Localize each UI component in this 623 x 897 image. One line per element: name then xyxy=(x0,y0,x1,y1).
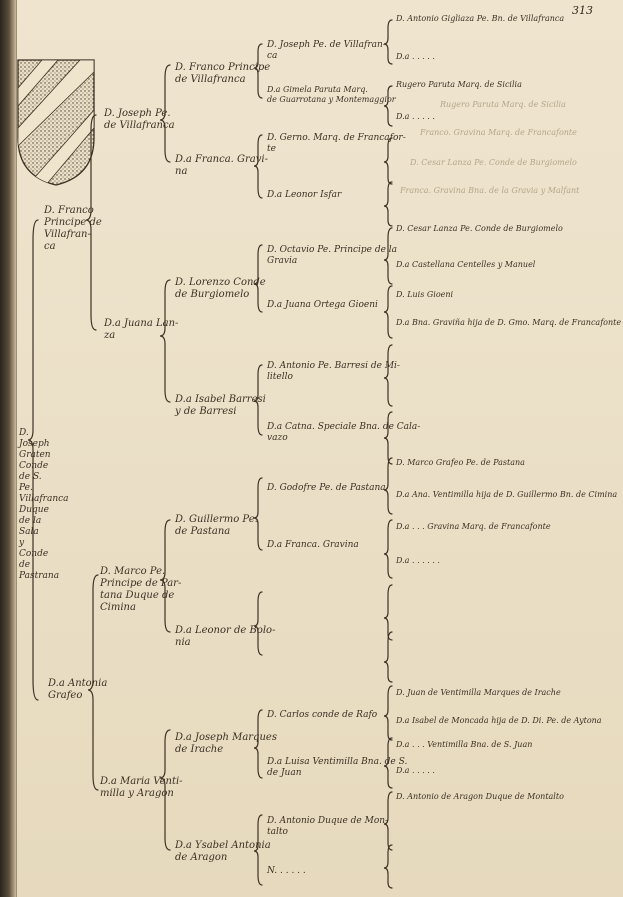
ancestor-name: D. Carlos conde de Rafo xyxy=(267,710,378,720)
ancestor-name: D. Octavio Pe. Principe de la Gravia xyxy=(267,245,398,266)
ancestor-name: D. Gerno. Marq. de Francafor- te xyxy=(267,133,406,154)
eldest-ancestor-name: Rugero Paruta Marq. de Sicilia xyxy=(396,80,522,89)
grandparent-name: D. Marco Pe. Principe de Par- tana Duque… xyxy=(100,566,182,613)
eldest-ancestor-name: D.a . . . . . xyxy=(396,766,435,775)
root-person: D. Joseph Graten Conde de S. Pe. Villafr… xyxy=(19,428,69,581)
eldest-ancestor-name: D.a . . . . . . xyxy=(396,556,440,565)
bleed-through-text: D. Cesar Lanza Pe. Conde de Burgiomelo xyxy=(410,158,577,167)
great-grandparent-name: D.a Franca. Gravi- na xyxy=(175,154,268,177)
ancestor-name: D. Antonio Duque de Mon- talto xyxy=(267,816,389,837)
eldest-ancestor-name: D. Marco Grafeo Pe. de Pastana xyxy=(396,458,525,467)
ancestor-name: D.a Leonor Isfar xyxy=(267,190,342,200)
eldest-ancestor-name: D.a Isabel de Moncada hija de D. Di. Pe.… xyxy=(396,716,602,725)
bleed-through-text: Rugero Paruta Marq. de Sicilia xyxy=(440,100,566,109)
eldest-ancestor-name: D.a Bna. Graviña hija de D. Gmo. Marq. d… xyxy=(396,318,622,327)
ancestor-name: D. Joseph Pe. de Villafran- ca xyxy=(267,40,386,61)
parent-name: D. Franco Principe de Villafran- ca xyxy=(44,205,102,252)
page-edge xyxy=(16,0,17,897)
bleed-through-text: Franco. Gravina Marq. de Francafonte xyxy=(420,128,577,137)
ancestor-name: N. . . . . . xyxy=(267,866,306,876)
eldest-ancestor-name: D.a . . . Gravina Marq. de Francafonte xyxy=(396,522,551,531)
eldest-ancestor-name: D.a Ana. Ventimilla hija de D. Guillermo… xyxy=(396,490,618,499)
grandparent-name: D.a Juana Lan- za xyxy=(104,318,179,341)
ancestor-name: D. Godofre Pe. de Pastana xyxy=(267,483,386,493)
parent-name: D.a Antonia Grafeo xyxy=(48,678,108,701)
book-binding-gutter xyxy=(0,0,16,897)
eldest-ancestor-name: D.a . . . Ventimilla Bna. de S. Juan xyxy=(396,740,533,749)
grandparent-name: D. Joseph Pe. de Villafranca xyxy=(104,108,175,131)
great-grandparent-name: D.a Joseph Marques de Irache xyxy=(175,732,277,755)
coat-of-arms-icon xyxy=(17,59,95,186)
bleed-through-text: Franca. Gravina Bna. de la Gravia y Malf… xyxy=(400,186,580,195)
page-number: 313 xyxy=(572,4,593,17)
eldest-ancestor-name: D. Juan de Ventimilla Marques de Irache xyxy=(396,688,561,697)
eldest-ancestor-name: D. Luis Gioeni xyxy=(396,290,454,299)
ancestor-name: D.a Luisa Ventimilla Bna. de S. de Juan xyxy=(267,757,408,778)
eldest-ancestor-name: D.a Castellana Centelles y Manuel xyxy=(396,260,536,269)
eldest-ancestor-name: D. Antonio de Aragon Duque de Montalto xyxy=(396,792,564,801)
ancestor-name: D.a Franca. Gravina xyxy=(267,540,359,550)
ancestor-name: D.a Juana Ortega Gioeni xyxy=(267,300,378,310)
eldest-ancestor-name: D.a . . . . . xyxy=(396,112,435,121)
eldest-ancestor-name: D. Antonio Gigliaza Pe. Bn. de Villafran… xyxy=(396,14,565,23)
grandparent-name: D.a Maria Venti- milla y Aragon xyxy=(100,776,183,799)
ancestor-name: D.a Gimela Paruta Marq. de Guarrotana y … xyxy=(267,85,396,104)
great-grandparent-name: D. Lorenzo Conde de Burgiomelo xyxy=(175,277,266,300)
eldest-ancestor-name: D.a . . . . . xyxy=(396,52,435,61)
great-grandparent-name: D.a Leonor de Bolo- nia xyxy=(175,625,276,648)
ancestor-name: D. Antonio Pe. Barresi de Mi- litello xyxy=(267,361,400,382)
eldest-ancestor-name: D. Cesar Lanza Pe. Conde de Burgiomelo xyxy=(396,224,563,233)
great-grandparent-name: D. Franco Principe de Villafranca xyxy=(175,62,271,85)
great-grandparent-name: D. Guillermo Pe. de Pastana xyxy=(175,514,258,537)
ancestor-name: D.a Catna. Speciale Bna. de Cala- vazo xyxy=(267,422,421,443)
great-grandparent-name: D.a Ysabel Antonia de Aragon xyxy=(175,840,271,863)
great-grandparent-name: D.a Isabel Barresi y de Barresi xyxy=(175,394,266,417)
